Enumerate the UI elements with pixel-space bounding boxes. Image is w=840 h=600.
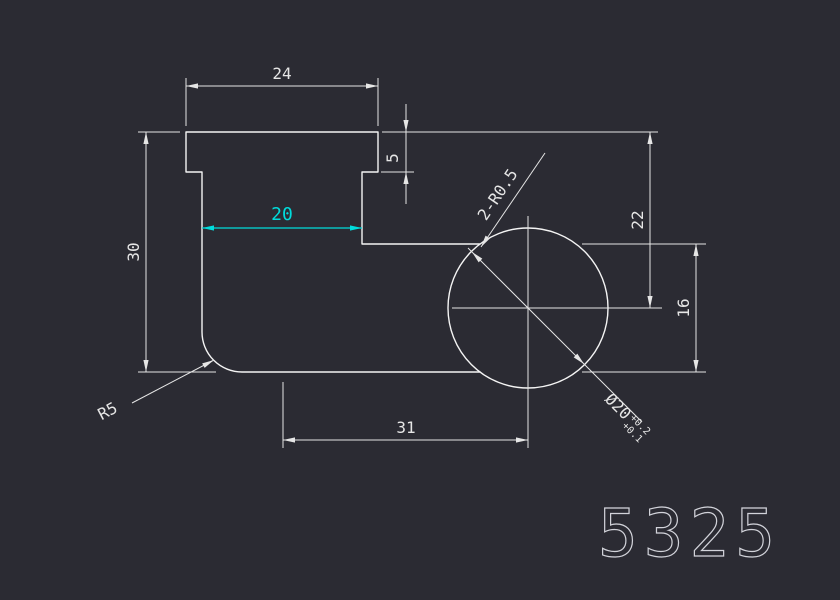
dimension-text: 31 bbox=[396, 418, 415, 437]
arrowhead bbox=[693, 244, 699, 256]
dim-20-selected[interactable]: 20 bbox=[202, 204, 362, 231]
radius-text: R5 bbox=[95, 398, 121, 424]
arrowhead bbox=[647, 132, 653, 144]
part-number: 5325 bbox=[598, 495, 781, 572]
arrowhead bbox=[516, 437, 528, 443]
profile-path bbox=[185, 131, 481, 373]
centerlines[interactable] bbox=[452, 216, 662, 448]
fillet-text: 2-R0.5 bbox=[474, 165, 522, 224]
arrowhead bbox=[283, 437, 295, 443]
leader-line bbox=[467, 247, 643, 423]
dim-16[interactable]: 16 bbox=[582, 243, 706, 373]
arrowhead bbox=[350, 225, 362, 231]
arrowhead bbox=[403, 172, 409, 184]
dimension-text: 30 bbox=[124, 242, 143, 261]
fillet-leader[interactable]: 2-R0.5 bbox=[474, 152, 546, 249]
diameter-label: Ø20 +0.2 +0.1 bbox=[601, 389, 652, 445]
dim-24[interactable]: 24 bbox=[185, 64, 379, 126]
diameter-dimension[interactable]: Ø20 +0.2 +0.1 bbox=[467, 247, 654, 445]
dim-31[interactable]: 31 bbox=[282, 382, 528, 448]
arrowhead bbox=[366, 83, 378, 89]
radius-leader[interactable]: R5 bbox=[95, 357, 216, 424]
leader-line bbox=[480, 152, 546, 248]
dim-30[interactable]: 30 bbox=[124, 131, 216, 373]
leader-line bbox=[131, 359, 215, 404]
dimension-text: 22 bbox=[628, 210, 647, 229]
arrowhead bbox=[693, 360, 699, 372]
arrowhead bbox=[186, 83, 198, 89]
arrowhead bbox=[403, 120, 409, 132]
arrowhead bbox=[143, 360, 149, 372]
arrowhead bbox=[647, 296, 653, 308]
dimension-text: 16 bbox=[674, 298, 693, 317]
dim-5[interactable]: 5 bbox=[381, 104, 658, 204]
radius-label: R5 bbox=[95, 398, 121, 424]
dim-22[interactable]: 22 bbox=[628, 132, 653, 308]
arrowhead bbox=[478, 235, 490, 249]
fillet-label: 2-R0.5 bbox=[474, 165, 522, 224]
dimension-text: 5 bbox=[383, 153, 402, 163]
dimension-text: 24 bbox=[272, 64, 291, 83]
dimension-text: 20 bbox=[271, 204, 293, 225]
arrowhead bbox=[143, 132, 149, 144]
arrowhead bbox=[202, 225, 214, 231]
part-outline[interactable] bbox=[185, 131, 609, 389]
